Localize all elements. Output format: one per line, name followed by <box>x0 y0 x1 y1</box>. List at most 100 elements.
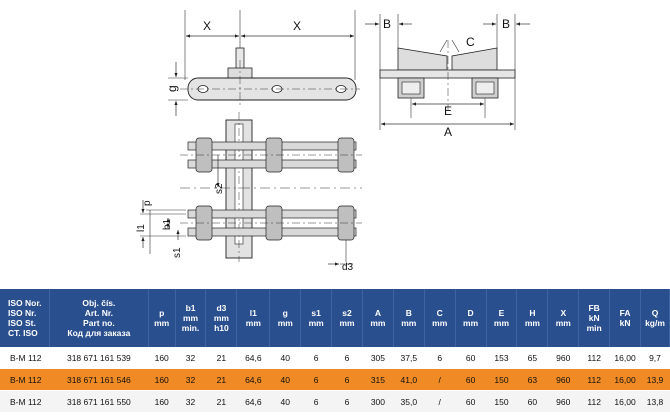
column-header-line: Part no. <box>83 318 115 328</box>
column-header-line: mm <box>555 318 571 328</box>
table-cell: 960 <box>547 368 579 391</box>
dim-x-right: X <box>293 19 301 33</box>
column-header-line: mm <box>245 318 261 328</box>
table-cell: 9,7 <box>640 347 670 369</box>
column-header-line: ISO Nr. <box>8 308 37 318</box>
dim-a: A <box>444 125 452 139</box>
table-cell: 160 <box>148 368 176 391</box>
top-view: X X g <box>165 10 360 116</box>
column-header-line: mm <box>182 313 199 323</box>
table-cell: 6 <box>300 390 332 413</box>
column-header-line: mm <box>213 313 229 323</box>
table-cell: 32 <box>175 390 206 413</box>
table-cell: 318 671 161 546 <box>49 368 149 391</box>
table-cell: 6 <box>331 368 363 391</box>
table-cell: 64,6 <box>236 368 270 391</box>
column-header-line: g <box>282 308 288 318</box>
table-cell: 35,0 <box>393 390 425 413</box>
column-header-line: mm <box>524 318 540 328</box>
table-cell: 6 <box>300 347 332 369</box>
table-cell: 318 671 161 539 <box>49 347 149 369</box>
table-cell: 13,9 <box>640 368 670 391</box>
table-cell: B-M 112 <box>0 390 50 413</box>
column-header-line: E <box>498 308 505 318</box>
column-header-line: A <box>374 308 381 318</box>
column-header-line: kg/m <box>645 318 665 328</box>
table-cell: 32 <box>175 347 206 369</box>
column-header-line: b1 <box>185 303 196 313</box>
table-cell: 41,0 <box>393 368 425 391</box>
dim-b-right: B <box>502 17 510 31</box>
table-cell: 16,00 <box>609 368 641 391</box>
table-cell: 160 <box>148 390 176 413</box>
table-cell: 64,6 <box>236 390 270 413</box>
table-cell: 960 <box>547 390 579 413</box>
column-header-line: Obj. čís. <box>82 298 116 308</box>
column-header-line: D <box>467 308 474 318</box>
column-header-line: d3 <box>216 303 227 313</box>
table-cell: 153 <box>486 347 517 369</box>
column-header: Obj. čís.Art. Nr.Part no.Код для заказа <box>49 289 149 347</box>
column-header-line: mm <box>401 318 417 328</box>
table-cell: B-M 112 <box>0 368 50 391</box>
column-header-line: ISO Nor. <box>8 298 42 308</box>
plan-view: s2 p l1 b1 s1 d3 <box>136 112 362 273</box>
column-header-line: min <box>586 323 602 333</box>
table-cell: / <box>424 390 456 413</box>
column-header-line: s2 <box>342 308 352 318</box>
dim-s2: s2 <box>214 183 225 194</box>
column-header-line: mm <box>370 318 386 328</box>
dim-g: g <box>165 85 179 92</box>
table-cell: 21 <box>205 368 237 391</box>
column-header-line: FA <box>619 308 631 318</box>
table-cell: 16,00 <box>609 347 641 369</box>
column-header-line: ISO St. <box>8 318 36 328</box>
dim-l1: l1 <box>136 224 147 232</box>
table-cell: 37,5 <box>393 347 425 369</box>
table-cell: 150 <box>486 368 517 391</box>
table-cell: 112 <box>578 368 610 391</box>
column-header-line: h10 <box>214 323 229 333</box>
column-header-line: mm <box>339 318 355 328</box>
column-header-line: Код для заказа <box>67 328 131 338</box>
table-cell: 40 <box>269 368 301 391</box>
column-header-line: mm <box>432 318 448 328</box>
table-cell: 32 <box>175 368 206 391</box>
table-cell: 60 <box>455 347 487 369</box>
dim-e: E <box>444 104 452 118</box>
column-header-line: H <box>529 308 536 318</box>
table-cell: 305 <box>362 347 394 369</box>
technical-drawing: X X g B B C <box>136 10 530 273</box>
table-cell: 64,6 <box>236 347 270 369</box>
table-cell: 318 671 161 550 <box>49 390 149 413</box>
table-cell: 300 <box>362 390 394 413</box>
table-cell: 160 <box>148 347 176 369</box>
column-header-line: Art. Nr. <box>84 308 114 318</box>
table-cell: 6 <box>300 368 332 391</box>
table-cell: 6 <box>331 347 363 369</box>
column-header-line: kN <box>619 318 631 328</box>
dim-b1: b1 <box>162 218 173 230</box>
column-header-line: p <box>159 308 165 318</box>
table-cell: 21 <box>205 390 237 413</box>
column-header-line: Q <box>651 308 659 318</box>
table-cell: 60 <box>516 390 548 413</box>
